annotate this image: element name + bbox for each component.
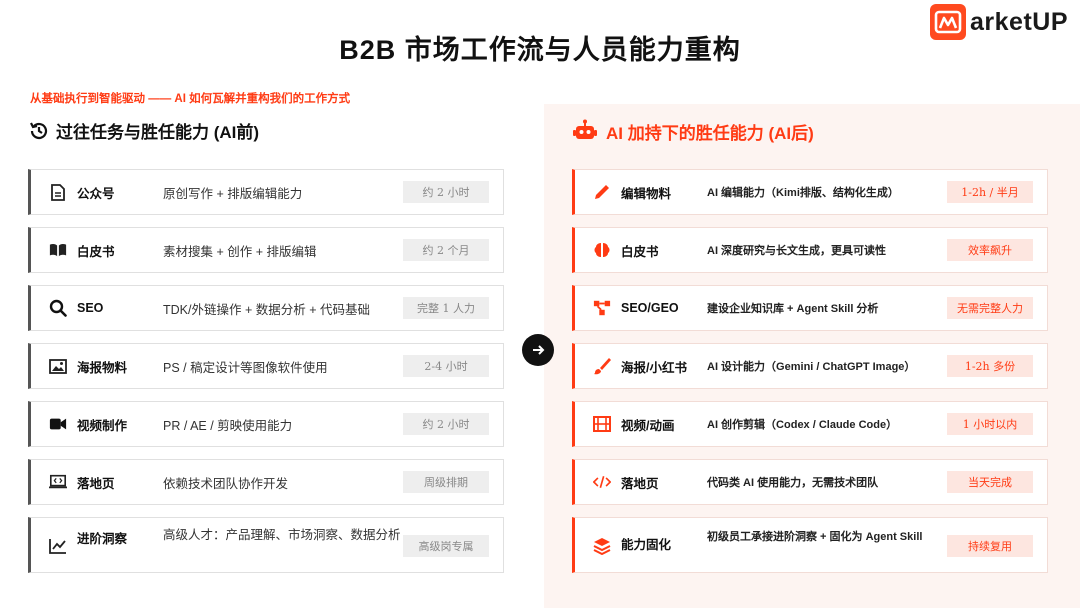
row-desc: PS / 稿定设计等图像软件使用 — [163, 360, 328, 375]
row-name: SEO — [77, 301, 104, 315]
after-row-landing: 落地页 代码类 AI 使用能力，无需技术团队 当天完成 — [572, 459, 1048, 505]
row-name: 视频制作 — [77, 418, 128, 433]
network-icon — [593, 299, 611, 317]
before-row-landing: 落地页 依赖技术团队协作开发 周级排期 — [28, 459, 504, 505]
row-tag: 1 小时以内 — [947, 413, 1033, 435]
after-row-whitepaper: 白皮书 AI 深度研究与长文生成，更具可读性 效率飙升 — [572, 227, 1048, 273]
row-name: 落地页 — [621, 476, 659, 491]
before-row-video: 视频制作 PR / AE / 剪映使用能力 约 2 小时 — [28, 401, 504, 447]
row-desc: 建设企业知识库 + Agent Skill 分析 — [707, 303, 879, 315]
row-tag: 约 2 个月 — [403, 239, 489, 261]
row-tag: 约 2 小时 — [403, 181, 489, 203]
after-row-poster: 海报/小红书 AI 设计能力（Gemini / ChatGPT Image） 1… — [572, 343, 1048, 389]
row-tag: 高级岗专属 — [403, 535, 489, 557]
row-tag: 1-2h / 半月 — [947, 181, 1033, 203]
book-icon — [49, 241, 67, 259]
before-row-whitepaper: 白皮书 素材搜集 + 创作 + 排版编辑 约 2 个月 — [28, 227, 504, 273]
after-row-skill: 能力固化 初级员工承接进阶洞察 + 固化为 Agent Skill 持续复用 — [572, 517, 1048, 573]
row-name: 白皮书 — [77, 244, 115, 259]
row-desc: 原创写作 + 排版编辑能力 — [163, 186, 303, 201]
row-tag: 约 2 小时 — [403, 413, 489, 435]
document-icon — [49, 183, 67, 201]
before-row-seo: SEO TDK/外链操作 + 数据分析 + 代码基础 完整 1 人力 — [28, 285, 504, 331]
row-name: 海报物料 — [77, 360, 128, 375]
after-row-video: 视频/动画 AI 创作剪辑（Codex / Claude Code） 1 小时以… — [572, 401, 1048, 447]
row-tag: 持续复用 — [947, 535, 1033, 557]
chart-line-icon — [49, 537, 67, 555]
logo-text: arketUP — [970, 7, 1068, 36]
row-name: 白皮书 — [621, 244, 659, 259]
after-row-seo-geo: SEO/GEO 建设企业知识库 + Agent Skill 分析 无需完整人力 — [572, 285, 1048, 331]
row-desc: 素材搜集 + 创作 + 排版编辑 — [163, 244, 317, 259]
row-name: 进阶洞察 — [77, 532, 128, 546]
marketup-m-logo-icon — [930, 4, 966, 40]
video-icon — [49, 415, 67, 433]
row-tag: 完整 1 人力 — [403, 297, 489, 319]
arrow-right-icon — [522, 334, 554, 366]
row-desc: PR / AE / 剪映使用能力 — [163, 418, 293, 433]
row-name: 落地页 — [77, 476, 115, 491]
brain-icon — [593, 241, 611, 259]
row-tag: 2-4 小时 — [403, 355, 489, 377]
row-desc: 初级员工承接进阶洞察 + 固化为 Agent Skill — [707, 531, 923, 543]
after-heading-text: AI 加持下的胜任能力 (AI后) — [606, 123, 814, 143]
brush-icon — [593, 357, 611, 375]
row-desc: 代码类 AI 使用能力，无需技术团队 — [707, 477, 879, 489]
history-icon — [28, 120, 50, 142]
before-heading: 过往任务与胜任能力 (AI前) — [28, 118, 259, 143]
row-name: 编辑物料 — [621, 186, 672, 201]
row-name: SEO/GEO — [621, 301, 679, 315]
row-name: 能力固化 — [621, 538, 672, 552]
row-desc: AI 创作剪辑（Codex / Claude Code） — [707, 419, 898, 431]
pen-icon — [593, 183, 611, 201]
row-tag: 效率飙升 — [947, 239, 1033, 261]
before-heading-text: 过往任务与胜任能力 (AI前) — [56, 123, 260, 142]
row-desc: AI 编辑能力（Kimi排版、结构化生成） — [707, 187, 899, 199]
row-desc: 依赖技术团队协作开发 — [163, 476, 289, 491]
after-row-editing: 编辑物料 AI 编辑能力（Kimi排版、结构化生成） 1-2h / 半月 — [572, 169, 1048, 215]
after-heading: AI 加持下的胜任能力 (AI后) — [572, 118, 814, 144]
film-icon — [593, 415, 611, 433]
row-tag: 1-2h 多份 — [947, 355, 1033, 377]
row-tag: 无需完整人力 — [947, 297, 1033, 319]
page-title: B2B 市场工作流与人员能力重构 — [339, 35, 741, 65]
subtitle: 从基础执行到智能驱动 —— AI 如何瓦解并重构我们的工作方式 — [30, 93, 351, 105]
row-tag: 周级排期 — [403, 471, 489, 493]
row-name: 公众号 — [77, 186, 115, 201]
row-desc: AI 深度研究与长文生成，更具可读性 — [707, 245, 887, 257]
image-icon — [49, 357, 67, 375]
laptop-code-icon — [49, 473, 67, 491]
before-row-poster: 海报物料 PS / 稿定设计等图像软件使用 2-4 小时 — [28, 343, 504, 389]
robot-icon — [572, 118, 598, 144]
row-tag: 当天完成 — [947, 471, 1033, 493]
layers-icon — [593, 537, 611, 555]
row-name: 视频/动画 — [621, 418, 675, 433]
row-name: 海报/小红书 — [621, 360, 687, 375]
before-row-insight: 进阶洞察 高级人才：产品理解、市场洞察、数据分析 高级岗专属 — [28, 517, 504, 573]
row-desc: 高级人才：产品理解、市场洞察、数据分析 — [163, 528, 401, 542]
search-icon — [49, 299, 67, 317]
before-row-wechat: 公众号 原创写作 + 排版编辑能力 约 2 小时 — [28, 169, 504, 215]
row-desc: AI 设计能力（Gemini / ChatGPT Image） — [707, 361, 916, 373]
logo: arketUP — [930, 4, 1068, 40]
code-icon — [593, 473, 611, 491]
row-desc: TDK/外链操作 + 数据分析 + 代码基础 — [163, 302, 370, 317]
